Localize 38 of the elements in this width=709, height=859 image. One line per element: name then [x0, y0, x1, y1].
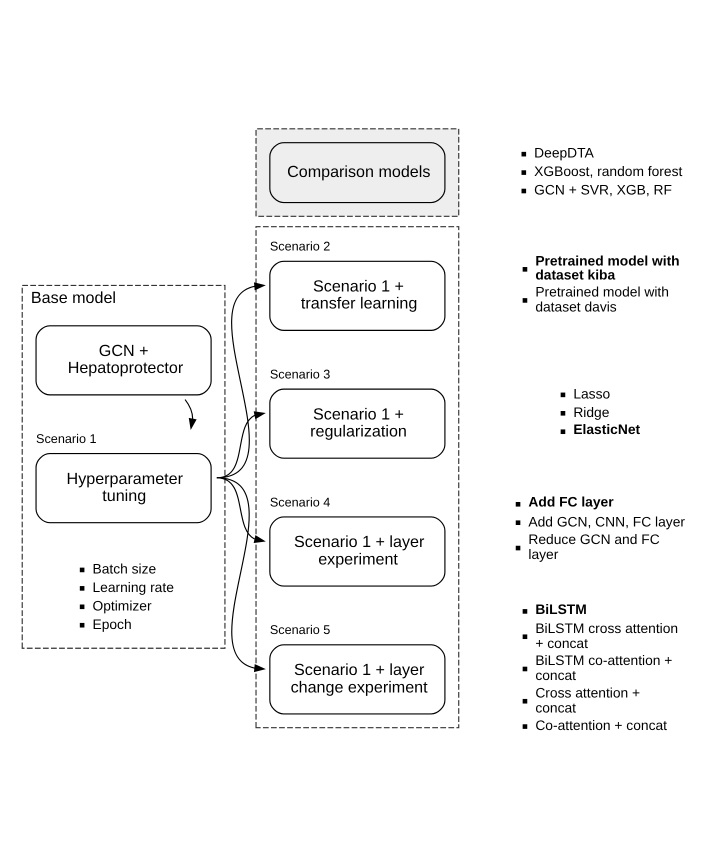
label: Learning rate	[92, 578, 174, 594]
arrow	[216, 282, 266, 478]
node-box: Scenario 1 + transfer learning	[269, 260, 446, 330]
cluster	[255, 128, 460, 216]
label: Pretrained model with dataset davis	[535, 283, 669, 314]
label: XGBoost, random forest	[534, 162, 682, 179]
node-box: Scenario 1 + layer experiment	[269, 516, 446, 586]
node-box: GCN + Hepatoprotector	[35, 324, 212, 395]
arrow	[184, 398, 197, 430]
label: BiLSTM co-attention + concat	[535, 652, 672, 683]
node-label: Scenario 2	[270, 239, 330, 254]
label: Batch size	[92, 560, 156, 576]
node-box: Hyperparameter tuning	[35, 452, 212, 523]
label: BiLSTM cross attention + concat	[535, 619, 678, 650]
label: Ridge	[573, 403, 610, 420]
label: Lasso	[573, 384, 610, 401]
label: Optimizer	[92, 596, 152, 613]
label: GCN + SVR, XGB, RF	[534, 181, 672, 198]
label: Add FC layer	[528, 493, 614, 510]
node-box: Scenario 1 + regularization	[269, 388, 446, 458]
label: ElasticNet	[573, 420, 640, 437]
node-box: Scenario 1 + layer change experiment	[269, 644, 446, 714]
node-label: Scenario 3	[270, 367, 330, 382]
label: Co-attention + concat	[535, 716, 668, 733]
label: Reduce GCN and FC layer	[528, 530, 660, 562]
arrow	[216, 410, 266, 478]
cluster	[255, 226, 460, 728]
node-box: Comparison models	[269, 142, 446, 203]
label: Pretrained model with dataset kiba	[535, 252, 680, 282]
label: DeepDTA	[534, 144, 594, 160]
node-label: Scenario 4	[270, 494, 330, 509]
arrow	[216, 476, 266, 672]
label: BiLSTM	[535, 600, 587, 616]
label: Epoch	[92, 615, 132, 632]
label: Cross attention + concat	[535, 684, 640, 715]
node-label: Scenario 1	[36, 432, 97, 446]
label: Add GCN, CNN, FC layer	[528, 512, 685, 529]
node-label: Scenario 5	[270, 622, 330, 637]
